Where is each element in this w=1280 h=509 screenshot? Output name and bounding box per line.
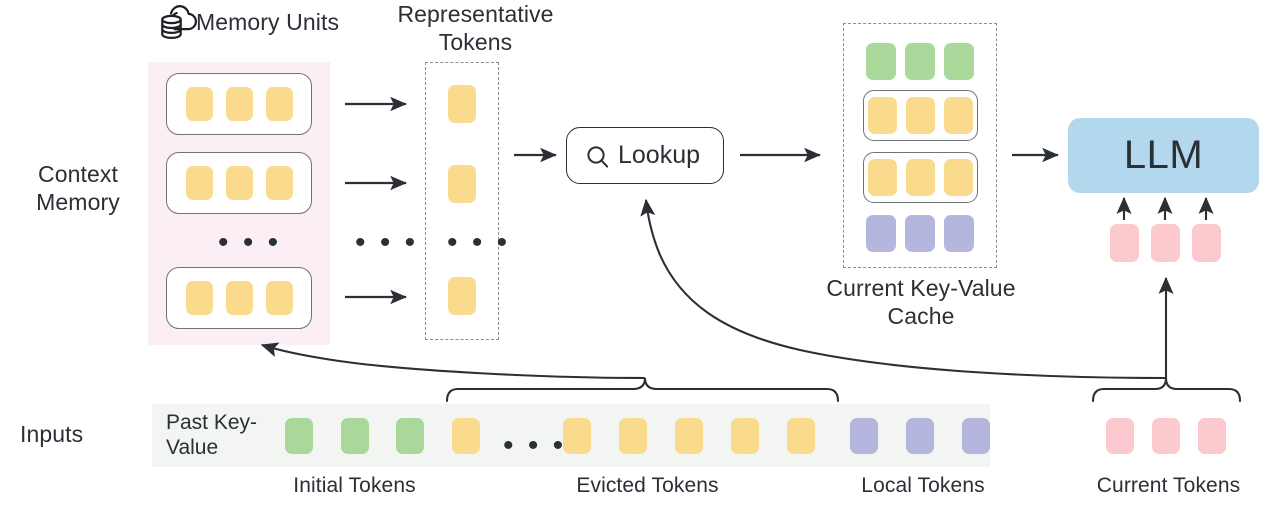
- kv-row-local: [866, 215, 974, 252]
- kv-row-retrieved-1: [863, 90, 978, 141]
- inputs-label: Inputs: [20, 421, 84, 447]
- memory-unit-2-tokens: [167, 153, 311, 213]
- representative-token-2: [448, 165, 476, 203]
- input-token-current-1: [1106, 418, 1134, 454]
- representative-tokens-label: Representative Tokens: [397, 1, 554, 55]
- representative-tokens-box: [425, 62, 499, 340]
- input-token-local-3: [962, 418, 990, 454]
- lookup-button[interactable]: Lookup: [566, 127, 724, 184]
- token-yellow: [265, 87, 293, 121]
- input-token-initial-3: [396, 418, 424, 454]
- current-kv-cache-label: Current Key-Value Cache: [826, 275, 1016, 329]
- input-token-evicted-5: [731, 418, 759, 454]
- token-green: [944, 43, 974, 80]
- arrow-evicted-tokens-to-context-memory: [260, 342, 646, 380]
- token-yellow: [185, 166, 213, 200]
- llm-box[interactable]: LLM: [1068, 118, 1259, 193]
- llm-input-token-1: [1110, 224, 1139, 262]
- input-token-evicted-6: [787, 418, 815, 454]
- memory-unit-1[interactable]: [166, 73, 312, 135]
- search-icon: [585, 144, 611, 170]
- input-token-evicted-3: [619, 418, 647, 454]
- memory-unit-1-tokens: [167, 74, 311, 134]
- token-green: [866, 43, 896, 80]
- token-green: [905, 43, 935, 80]
- token-purple: [905, 215, 935, 252]
- token-yellow: [265, 281, 293, 315]
- token-yellow: [225, 166, 253, 200]
- token-yellow: [944, 97, 973, 134]
- evicted-tokens-label: Evicted Tokens: [576, 474, 719, 497]
- token-yellow: [944, 159, 973, 196]
- memory-arrows-ellipsis: • • •: [355, 226, 419, 259]
- llm-label: LLM: [1123, 133, 1204, 177]
- brace-evicted-tokens: [445, 377, 840, 403]
- cloud-database-icon: [157, 4, 203, 48]
- input-token-current-3: [1198, 418, 1226, 454]
- input-token-evicted-4: [675, 418, 703, 454]
- lookup-label: Lookup: [617, 141, 701, 169]
- token-yellow: [225, 281, 253, 315]
- representative-tokens-ellipsis: • • •: [447, 226, 511, 259]
- llm-input-token-3: [1192, 224, 1221, 262]
- past-key-value-label: Past Key-Value: [166, 411, 258, 459]
- input-token-current-2: [1152, 418, 1180, 454]
- memory-unit-n-tokens: [167, 268, 311, 328]
- initial-tokens-label: Initial Tokens: [293, 474, 416, 497]
- token-yellow: [868, 159, 897, 196]
- token-purple: [944, 215, 974, 252]
- token-yellow: [868, 97, 897, 134]
- input-token-local-1: [850, 418, 878, 454]
- token-yellow: [225, 87, 253, 121]
- input-evicted-ellipsis: • • •: [503, 429, 567, 462]
- input-token-evicted-1: [452, 418, 480, 454]
- brace-current-tokens: [1091, 377, 1242, 403]
- kv-row-initial: [866, 43, 974, 80]
- input-token-evicted-2: [563, 418, 591, 454]
- local-tokens-label: Local Tokens: [861, 474, 985, 497]
- kv-row-retrieved-2-tokens: [864, 153, 977, 202]
- memory-units-label: Memory Units: [196, 9, 340, 35]
- input-token-initial-2: [341, 418, 369, 454]
- llm-input-token-2: [1151, 224, 1180, 262]
- token-yellow: [185, 87, 213, 121]
- input-token-local-2: [906, 418, 934, 454]
- kv-row-retrieved-1-tokens: [864, 91, 977, 140]
- token-purple: [866, 215, 896, 252]
- input-token-initial-1: [285, 418, 313, 454]
- token-yellow: [906, 159, 935, 196]
- context-memory-label: Context Memory: [36, 161, 120, 215]
- kv-row-retrieved-2: [863, 152, 978, 203]
- representative-token-1: [448, 85, 476, 123]
- memory-unit-n[interactable]: [166, 267, 312, 329]
- current-tokens-label: Current Tokens: [1096, 474, 1241, 497]
- representative-token-n: [448, 277, 476, 315]
- memory-units-ellipsis: • • •: [218, 226, 282, 259]
- memory-unit-2[interactable]: [166, 152, 312, 214]
- token-yellow: [265, 166, 293, 200]
- token-yellow: [906, 97, 935, 134]
- token-yellow: [185, 281, 213, 315]
